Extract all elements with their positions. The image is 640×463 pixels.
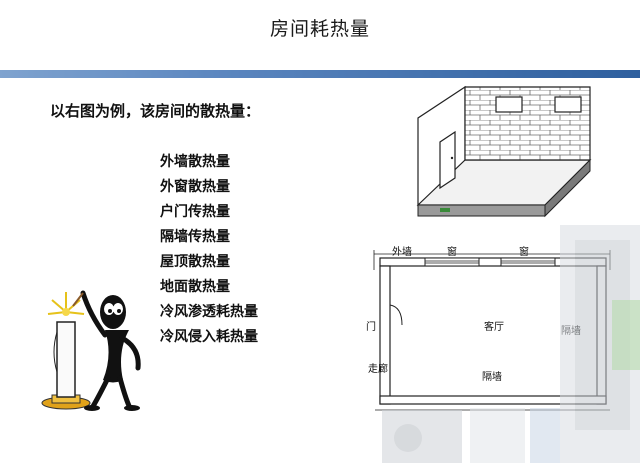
plan-label-window-2: 窗	[519, 247, 529, 258]
slide-title: 房间耗热量	[269, 18, 370, 40]
plan-label-living-room: 客厅	[484, 322, 504, 333]
intro-text: 以右图为例，该房间的散热量：	[50, 102, 261, 120]
plan-label-window-1: 窗	[447, 247, 457, 258]
plan-label-outer-wall: 外墙	[392, 247, 412, 258]
title-divider-bar	[0, 70, 640, 78]
heat-item-outer-window: 外窗散热量	[160, 179, 230, 195]
plan-label-corridor: 走廊	[368, 364, 388, 375]
plan-label-partition-bottom: 隔墙	[482, 372, 502, 383]
heat-item-floor: 地面散热量	[160, 279, 230, 295]
plan-label-door: 门	[366, 322, 376, 333]
heat-item-cold-air-infiltration: 冷风渗透耗热量	[160, 304, 258, 320]
heat-item-cold-air-intrusion: 冷风侵入耗热量	[160, 329, 258, 345]
heat-item-roof: 屋顶散热量	[160, 254, 230, 270]
heat-item-outer-wall: 外墙散热量	[160, 154, 230, 170]
heat-item-partition: 隔墙传热量	[160, 229, 230, 245]
heat-item-door: 户门传热量	[160, 204, 230, 220]
